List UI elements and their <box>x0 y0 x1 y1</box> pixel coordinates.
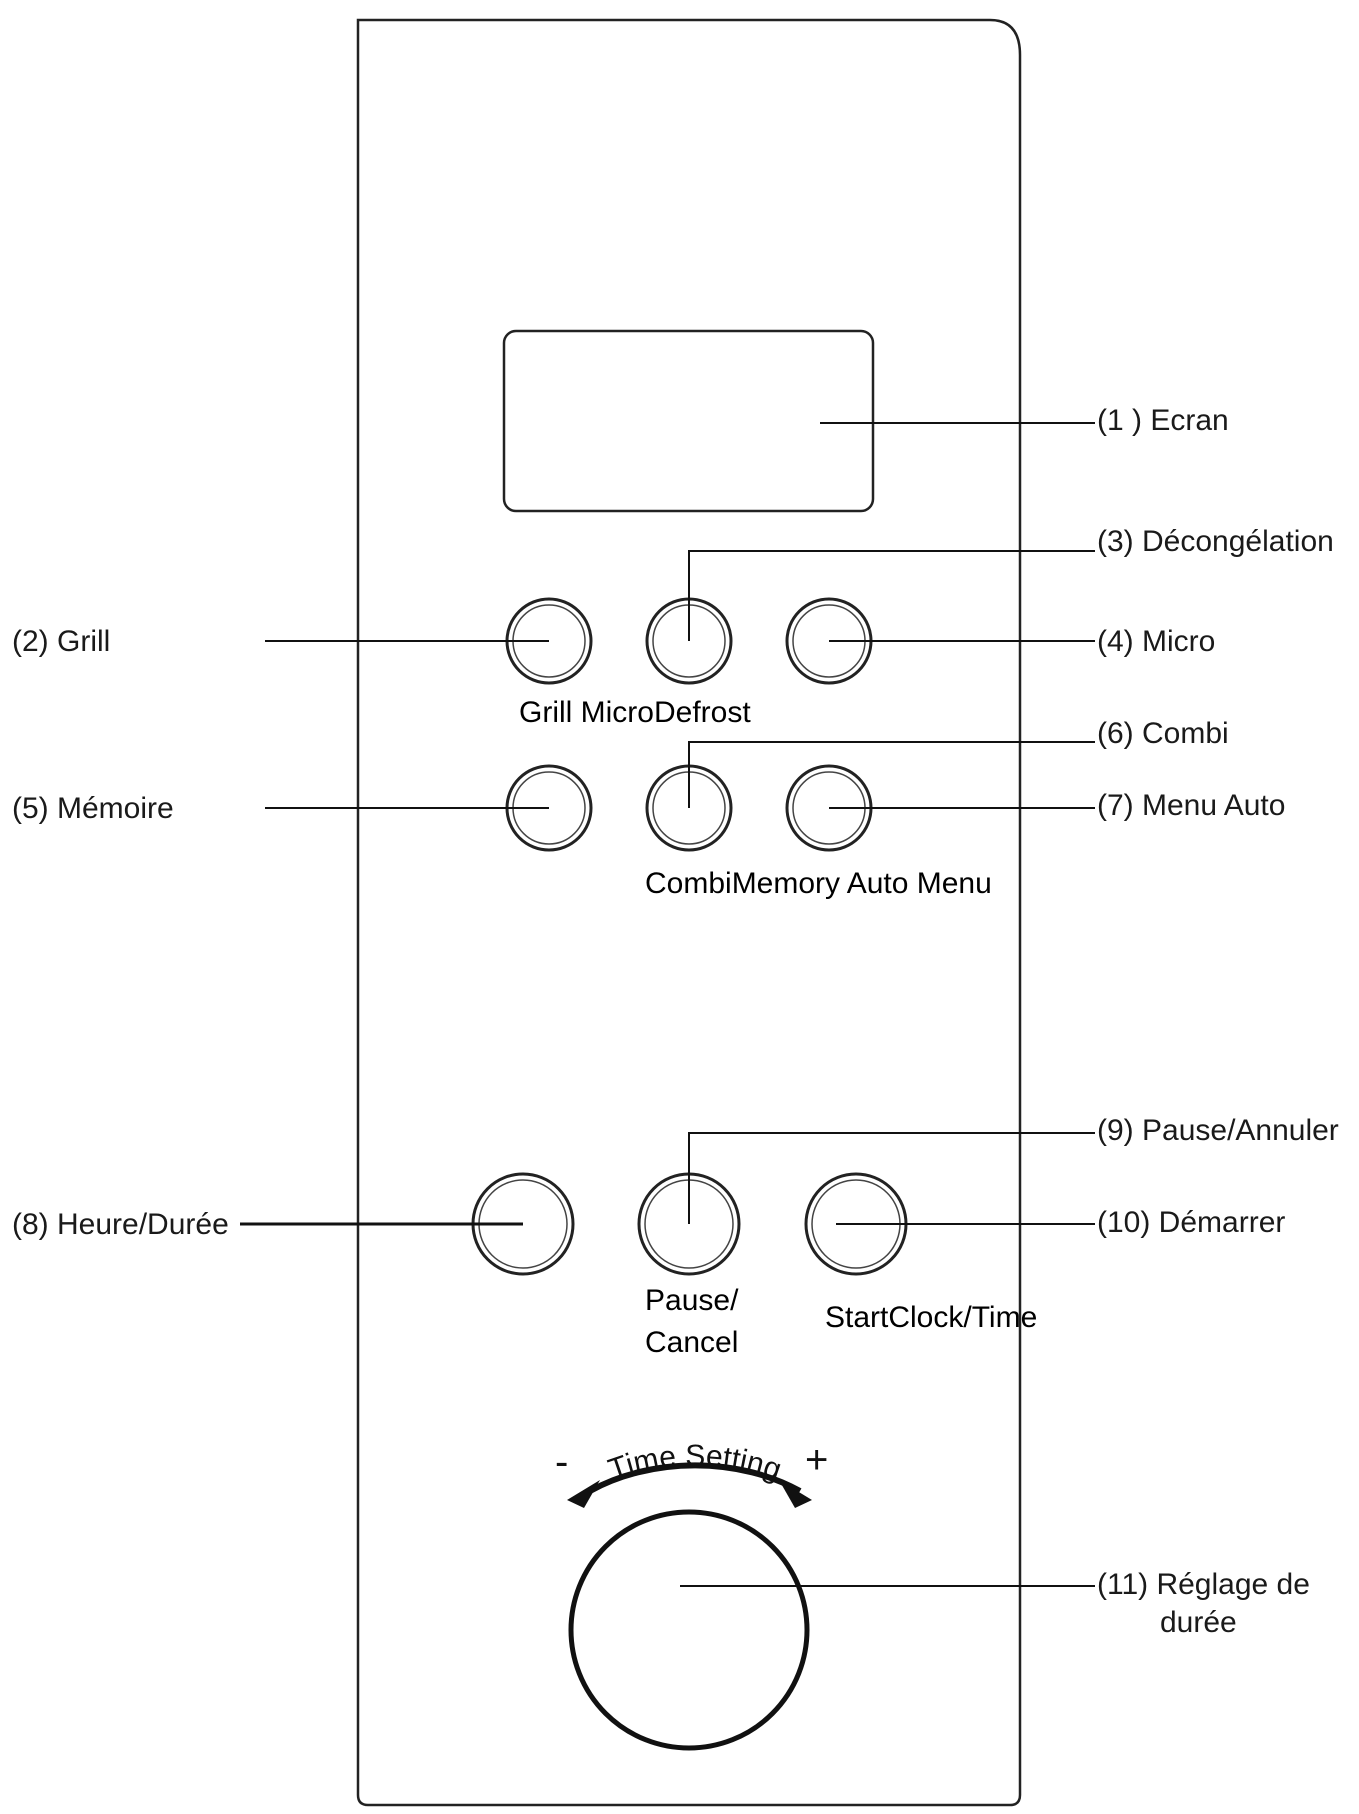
panel-label-pause-line1: Pause/ <box>645 1284 739 1317</box>
dial-arrow-right-icon <box>779 1480 812 1508</box>
callout-time-setting-line1: (11) Réglage de <box>1097 1568 1310 1601</box>
leader-lines <box>240 422 1095 1587</box>
dial-arc-arrow <box>588 1462 802 1494</box>
callout-combi: (6) Combi <box>1097 717 1229 750</box>
time-setting-dial[interactable] <box>568 1509 810 1751</box>
leader-combi <box>688 741 1095 808</box>
callout-time-setting-line2: durée <box>1160 1606 1237 1639</box>
callout-memory: (5) Mémoire <box>12 792 174 825</box>
callout-auto-menu: (7) Menu Auto <box>1097 789 1285 822</box>
panel-outline <box>356 18 1022 1807</box>
time-setting-arc-label: Time Setting <box>604 1439 785 1486</box>
callout-clock-time: (8) Heure/Durée <box>12 1208 229 1241</box>
leader-defrost <box>688 550 1095 641</box>
panel-label-row2: CombiMemory Auto Menu <box>645 867 992 900</box>
dial-minus-sign: - <box>555 1440 568 1484</box>
callout-screen: (1 ) Ecran <box>1097 404 1229 437</box>
panel-label-row1: Grill MicroDefrost <box>519 696 751 729</box>
dial-arrow-left-icon <box>567 1480 600 1508</box>
dial-plus-sign: + <box>805 1438 828 1482</box>
callout-micro: (4) Micro <box>1097 625 1215 658</box>
panel-label-start-clock: StartClock/Time <box>825 1301 1037 1334</box>
display-screen <box>502 329 875 513</box>
panel-label-pause-line2: Cancel <box>645 1326 738 1359</box>
callout-pause-cancel: (9) Pause/Annuler <box>1097 1114 1339 1147</box>
callout-grill: (2) Grill <box>12 625 110 658</box>
callout-start: (10) Démarrer <box>1097 1206 1285 1239</box>
callout-defrost: (3) Décongélation <box>1097 525 1334 558</box>
leader-pause-cancel <box>688 1132 1095 1224</box>
